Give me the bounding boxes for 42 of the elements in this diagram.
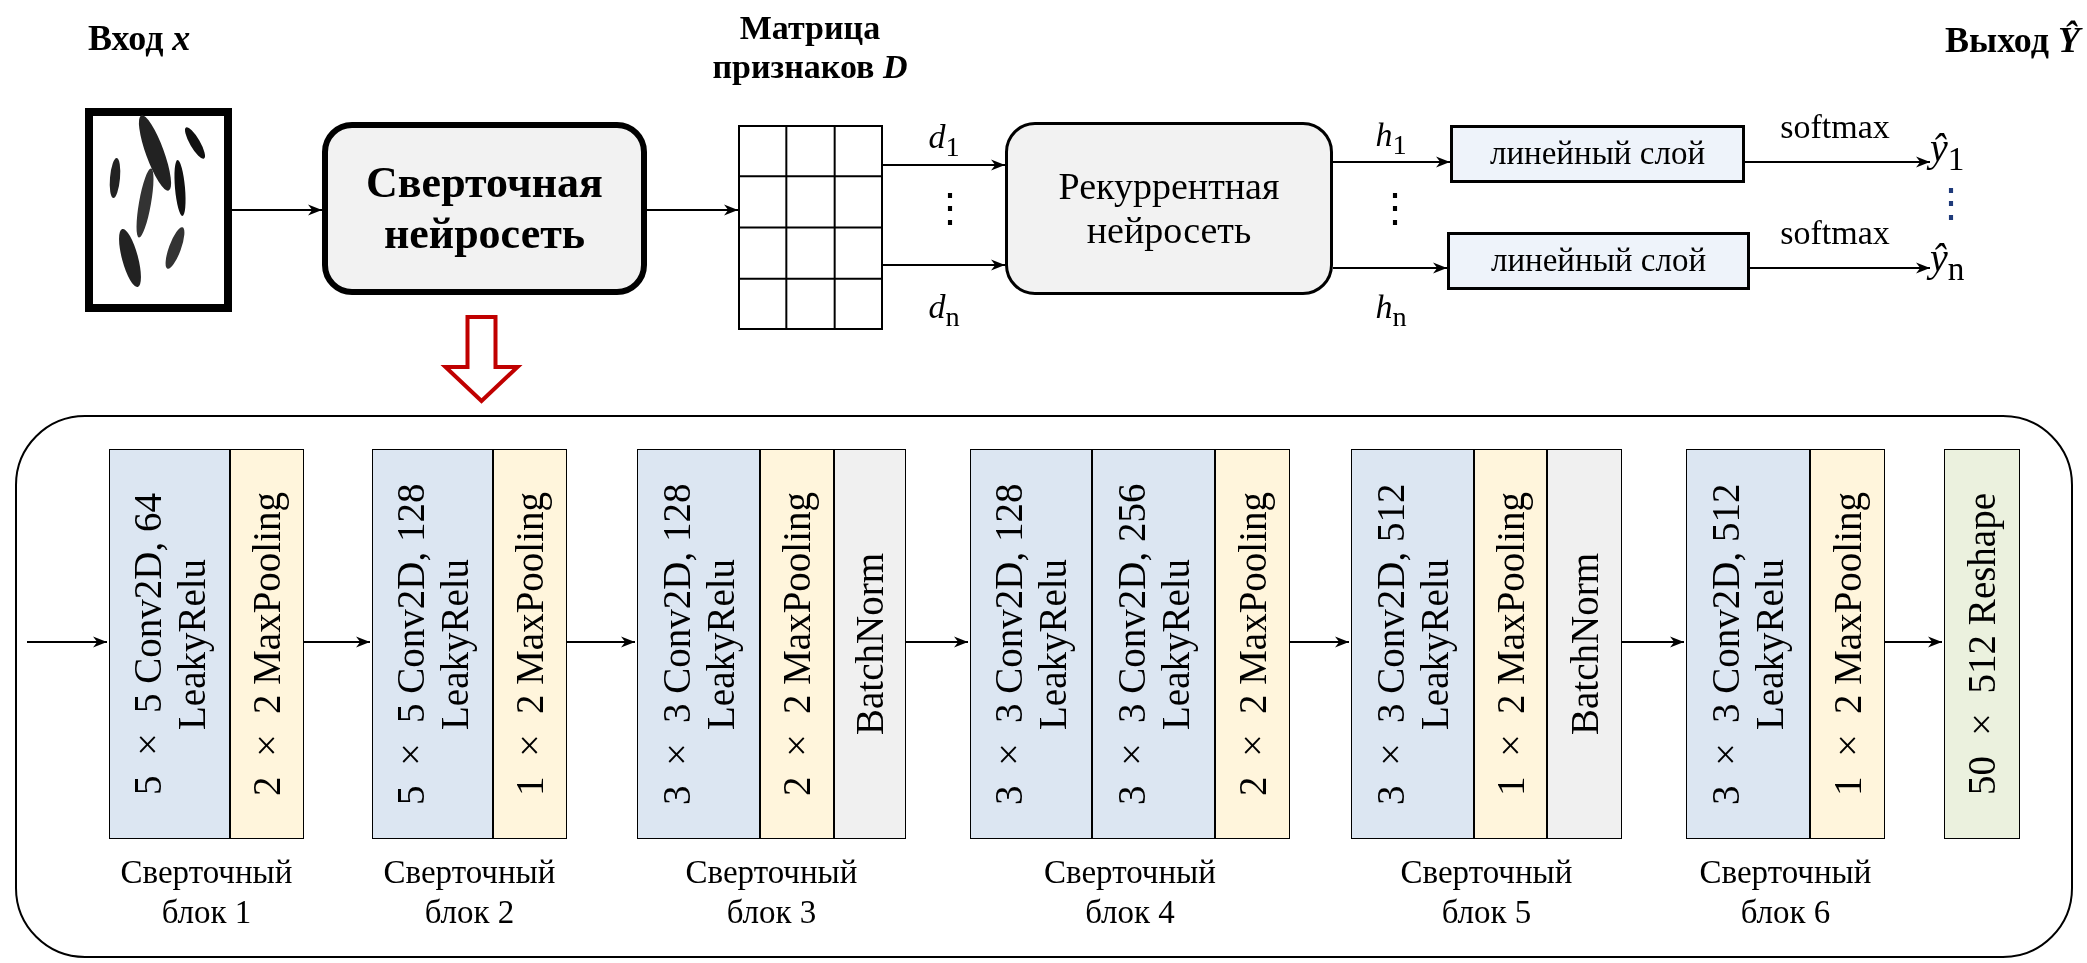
layer-box: 2 × 2 MaxPooling xyxy=(230,449,304,839)
layer-box: линейный слой xyxy=(1450,125,1745,183)
panel-background xyxy=(15,415,2073,958)
layer-box: 3 × 3 Conv2D, 128 LeakyRelu xyxy=(970,449,1092,839)
layer-box: 5 × 5 Conv2D, 64 LeakyRelu xyxy=(109,449,230,839)
arrow xyxy=(1332,156,1451,168)
heading-label: Матрица признаков D xyxy=(711,8,909,87)
layer-box: BatchNorm xyxy=(1547,449,1622,839)
arrow xyxy=(1744,156,1931,168)
layer-box: линейный слой xyxy=(1447,232,1750,290)
ellipsis-mark: ⋮ xyxy=(930,185,960,231)
block-caption: Сверточный блок 1 xyxy=(119,853,294,932)
layer-box: 5 × 5 Conv2D, 128 LeakyRelu xyxy=(372,449,493,839)
heading-label: Вход x xyxy=(88,18,192,60)
layer-box: 2 × 2 MaxPooling xyxy=(760,449,834,839)
ellipsis-mark: ⋮ xyxy=(1931,180,1961,226)
arrow xyxy=(1749,262,1931,274)
block-caption: Сверточный блок 5 xyxy=(1399,853,1574,932)
arrow xyxy=(26,636,108,648)
layer-box: 3 × 3 Conv2D, 512 LeakyRelu xyxy=(1686,449,1810,839)
layer-box: 50 × 512 Reshape xyxy=(1944,449,2020,839)
layer-box: 3 × 3 Conv2D, 512 LeakyRelu xyxy=(1351,449,1474,839)
layer-box: 2 × 2 MaxPooling xyxy=(1215,449,1290,839)
process-box: Рекуррентная нейросеть xyxy=(1005,122,1333,295)
block-caption: Сверточный блок 4 xyxy=(1043,853,1217,932)
block-arrow xyxy=(440,315,523,404)
layer-box: 1 × 2 MaxPooling xyxy=(1810,449,1885,839)
layer-box: 1 × 2 MaxPooling xyxy=(493,449,567,839)
block-caption: Сверточный блок 3 xyxy=(684,853,859,932)
ellipsis-mark: ⋮ xyxy=(1375,185,1405,231)
arrow xyxy=(882,159,1006,171)
layer-box: 3 × 3 Conv2D, 256 LeakyRelu xyxy=(1092,449,1215,839)
layer-box: 1 × 2 MaxPooling xyxy=(1474,449,1547,839)
block-caption: Сверточный блок 2 xyxy=(382,853,557,932)
process-box: Сверточная нейросеть xyxy=(322,122,647,295)
arrow xyxy=(882,259,1006,271)
arrow xyxy=(1332,262,1448,274)
arrow xyxy=(646,204,739,216)
block-caption: Сверточный блок 6 xyxy=(1698,853,1873,932)
arrow xyxy=(231,204,323,216)
layer-box: 3 × 3 Conv2D, 128 LeakyRelu xyxy=(637,449,760,839)
layer-box: BatchNorm xyxy=(834,449,906,839)
